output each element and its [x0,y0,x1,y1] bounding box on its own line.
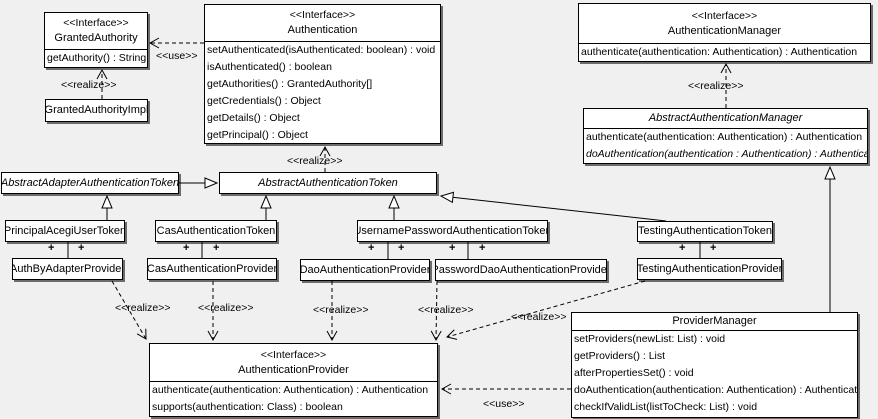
method-row: getProviders() : List [574,350,666,362]
association-plus: + [48,242,55,254]
method-row: getPrincipal() : Object [207,129,308,141]
class-title: AbstractAuthenticationManager [584,109,867,128]
class-name: CasAuthenticationProvider [147,262,277,275]
class-box-authentication-manager[interactable]: <<Interface>> AuthenticationManager auth… [578,3,871,62]
class-name: DaoAuthenticationProvider [300,263,430,276]
association-plus: + [449,242,456,254]
method-row: doAuthentication(authentication: Authent… [574,384,857,396]
class-box-authentication-provider[interactable]: <<Interface>> AuthenticationProvider aut… [149,343,438,417]
class-name: CasAuthenticationToken [156,224,276,237]
method-row: setAuthenticated(isAuthenticated: boolea… [207,44,436,56]
association-plus: + [679,242,686,254]
class-name: TestingAuthenticationProvider [637,262,782,275]
method-row: getDetails() : Object [207,112,300,124]
method-row: authenticate(authentication: Authenticat… [581,46,858,58]
class-box-granted-authority[interactable]: <<Interface>> GrantedAuthority getAuthor… [44,12,148,68]
edge-label-realize-granted-authority: <<realize>> [61,79,117,91]
edge-label-realize-dao: <<realize>> [313,304,369,316]
class-box-cas-authentication-token[interactable]: CasAuthenticationToken [155,220,277,242]
class-name: PrincipalAcegiUserToken [5,224,125,237]
class-name: AuthenticationManager [667,24,782,37]
class-name: AuthByAdapterProvider [12,262,123,275]
stereotype-label: <<Interface>> [691,9,758,22]
association-plus: + [710,242,717,254]
class-title: ProviderManager [572,313,857,330]
class-name: UsernamePasswordAuthenticationToken [357,224,548,237]
methods-compartment: authenticate(authentication: Authenticat… [584,128,867,163]
class-box-authentication[interactable]: <<Interface>> Authentication setAuthenti… [204,4,441,144]
method-row: afterPropertiesSet() : void [574,367,694,379]
association-plus: + [213,242,220,254]
class-name: AbstractAuthenticationManager [648,112,803,124]
class-box-auth-by-adapter-provider[interactable]: AuthByAdapterProvider [12,258,123,280]
class-box-cas-authentication-provider[interactable]: CasAuthenticationProvider [147,258,277,280]
edge-label-realize-cas: <<realize>> [198,302,254,314]
association-plus: + [183,242,190,254]
class-name: AbstractAdapterAuthenticationToken [1,176,179,189]
association-plus: + [479,242,486,254]
method-row: setProviders(newList: List) : void [574,333,726,345]
association-plus: + [78,242,85,254]
class-name: GrantedAuthority [54,32,138,44]
class-name: TestingAuthenticationToken [638,225,772,237]
edge-label-realize-testing: <<realize>> [511,311,567,323]
class-box-password-dao-authentication-provider[interactable]: PasswordDaoAuthenticationProvider [435,259,607,281]
class-box-testing-authentication-token[interactable]: TestingAuthenticationToken [637,221,773,242]
class-title: <<Interface>> AuthenticationManager [579,4,870,43]
class-box-provider-manager[interactable]: ProviderManager setProviders(newList: Li… [571,312,858,418]
method-row: checkIfValidList(listToCheck: List) : vo… [574,401,758,413]
methods-compartment: setAuthenticated(isAuthenticated: boolea… [205,41,440,144]
class-box-principal-acegi-user-token[interactable]: PrincipalAcegiUserToken [5,220,125,242]
methods-compartment: authenticate(authentication: Authenticat… [579,43,870,61]
class-box-abstract-authentication-token[interactable]: AbstractAuthenticationToken [219,172,437,194]
class-name: GrantedAuthorityImpl [45,104,148,116]
edge-label-realize-authentication: <<realize>> [287,155,343,167]
method-row: authenticate(authentication: Authenticat… [586,131,863,143]
method-row: supports(authentication: Class) : boolea… [152,401,343,413]
class-box-abstract-authentication-manager[interactable]: AbstractAuthenticationManager authentica… [583,108,868,164]
methods-compartment: getAuthority() : String [45,49,147,67]
class-name: PasswordDaoAuthenticationProvider [435,263,607,276]
class-title: <<Interface>> AuthenticationProvider [150,344,437,381]
class-name: AbstractAuthenticationToken [258,176,398,189]
edge-label-use-granted-authority: <<use>> [156,50,198,62]
class-box-abstract-adapter-authentication-token[interactable]: AbstractAdapterAuthenticationToken [1,172,179,194]
methods-compartment: setProviders(newList: List) : void getPr… [572,330,857,416]
class-name: AuthenticationProvider [238,363,349,376]
method-row: doAuthentication(authentication : Authen… [586,148,867,160]
edge-label-use-provider-manager: <<use>> [483,398,525,410]
stereotype-label: <<Interface>> [289,9,356,21]
edge-label-realize-auth-by-adapter: <<realize>> [115,302,171,314]
class-box-username-password-authentication-token[interactable]: UsernamePasswordAuthenticationToken [357,220,548,242]
class-box-testing-authentication-provider[interactable]: TestingAuthenticationProvider [637,258,782,280]
class-name: ProviderManager [672,315,757,327]
edge-label-realize-password-dao: <<realize>> [418,304,474,316]
method-row: getAuthority() : String [47,52,147,64]
stereotype-label: <<Interface>> [260,348,327,361]
class-box-dao-authentication-provider[interactable]: DaoAuthenticationProvider [300,259,430,281]
class-box-granted-authority-impl[interactable]: GrantedAuthorityImpl [45,99,148,122]
class-name: Authentication [287,24,358,36]
methods-compartment: authenticate(authentication: Authenticat… [150,381,437,416]
method-row: getAuthorities() : GrantedAuthority[] [207,78,373,90]
edge-label-realize-authentication-manager: <<realize>> [688,80,744,92]
method-row: isAuthenticated() : boolean [207,61,332,73]
association-plus: + [368,242,375,254]
method-row: getCredentials() : Object [207,95,321,107]
stereotype-label: <<Interface>> [63,17,129,29]
association-plus: + [398,242,405,254]
class-title: <<Interface>> Authentication [205,5,440,41]
class-title: <<Interface>> GrantedAuthority [45,13,147,49]
method-row: authenticate(authentication: Authenticat… [152,384,429,396]
